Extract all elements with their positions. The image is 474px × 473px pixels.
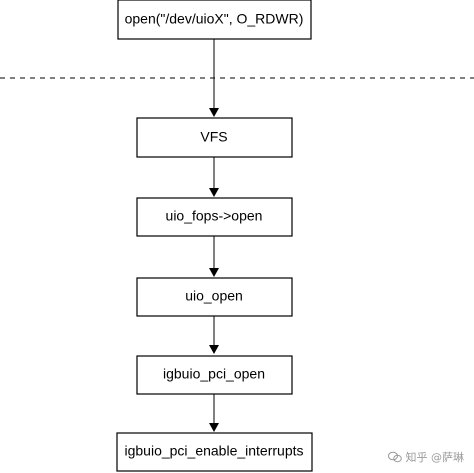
node-vfs-label: VFS: [200, 129, 227, 145]
node-uio-open-label: uio_open: [185, 288, 243, 304]
watermark: 知乎 @萨琳: [387, 449, 465, 465]
node-igbuio-pci-open: igbuio_pci_open: [136, 355, 293, 395]
node-uio-fops-open-label: uio_fops->open: [166, 208, 263, 224]
node-uio-open: uio_open: [136, 277, 293, 317]
node-igbuio-pci-open-label: igbuio_pci_open: [163, 366, 265, 382]
node-open-syscall-label: open("/dev/uioX", O_RDWR): [125, 11, 304, 27]
node-open-syscall: open("/dev/uioX", O_RDWR): [117, 0, 312, 40]
node-uio-fops-open: uio_fops->open: [136, 197, 293, 237]
watermark-text: 知乎 @萨琳: [405, 451, 465, 464]
node-igbuio-pci-enable-interrupts-label: igbuio_pci_enable_interrupts: [124, 443, 303, 459]
zhihu-logo-icon: [387, 451, 402, 463]
node-vfs: VFS: [136, 117, 293, 158]
node-igbuio-pci-enable-interrupts: igbuio_pci_enable_interrupts: [116, 432, 313, 472]
